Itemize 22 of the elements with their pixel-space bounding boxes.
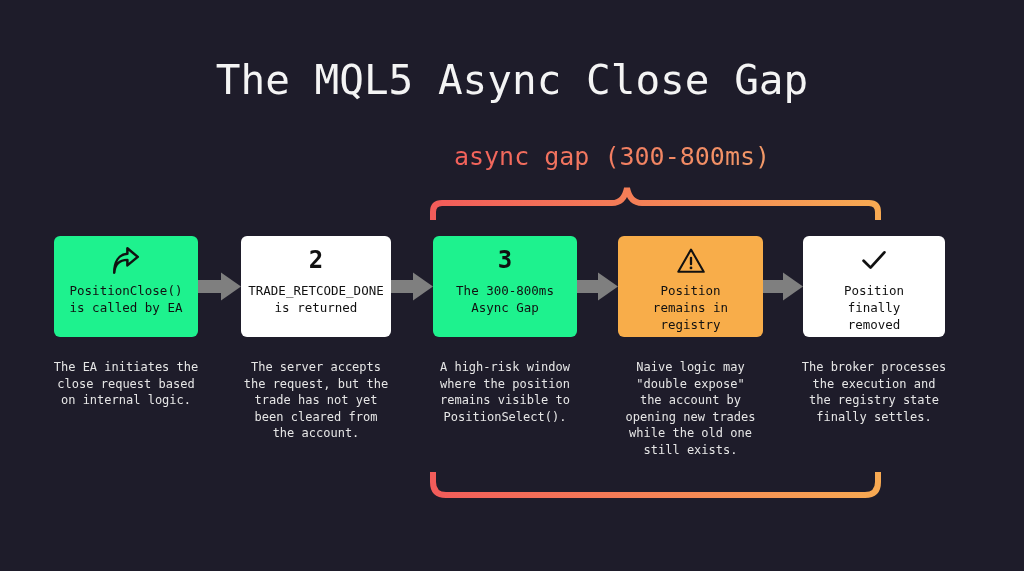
step-box <box>803 236 945 337</box>
step-number: 2 <box>308 246 324 274</box>
arrow <box>391 272 433 301</box>
step-label: TRADE_RETCODE_DONE is returned <box>247 282 385 316</box>
step-box <box>54 236 198 337</box>
step-description: The broker processes the execution and the registry state finally settles. <box>800 359 948 425</box>
title: The MQL5 Async Close Gap <box>214 56 810 104</box>
step-description: The EA initiates the close request based on internal logic. <box>52 359 200 409</box>
step-description: Naive logic may "double expose" the account by opening new trades while the old one still exists. <box>624 359 757 458</box>
arrow <box>577 272 618 301</box>
step-label: Position remains in registry <box>651 282 730 333</box>
arrow <box>198 272 241 301</box>
step-box <box>241 236 391 337</box>
step-label: The 300-800ms Async Gap <box>455 282 555 316</box>
step-label: Position finally removed <box>842 282 906 333</box>
arrow <box>763 272 803 301</box>
step-label: PositionClose() is called by EA <box>68 282 184 316</box>
step-description: The server accepts the request, but the trade has not yet been cleared from the account. <box>242 359 390 442</box>
step-box <box>433 236 577 337</box>
step-description: A high-risk window where the position remains visible to PositionSelect(). <box>438 359 571 425</box>
step-number: 3 <box>497 246 513 274</box>
step-box <box>618 236 763 337</box>
